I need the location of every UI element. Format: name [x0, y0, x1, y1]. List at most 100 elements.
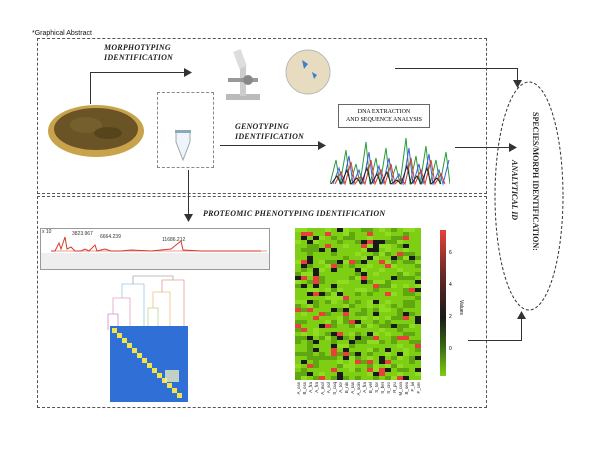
heatmap-cell [379, 344, 386, 349]
tube-icon [175, 130, 191, 162]
arrow-tube-down [188, 170, 189, 216]
heatmap-cell [301, 316, 308, 321]
heatmap-cell [313, 356, 320, 361]
heatmap-cell [385, 332, 392, 337]
heatmap-cell [343, 376, 350, 380]
graphical-abstract-title: *Graphical Abstract [32, 30, 92, 37]
heatmap-cell [355, 292, 362, 297]
heatmap-cell [391, 376, 398, 380]
heatmap-cell [361, 280, 368, 285]
heatmap-cell [337, 340, 344, 345]
heatmap-cell [325, 300, 332, 305]
heatmap-cell [379, 332, 386, 337]
heatmap-cell [319, 376, 326, 380]
arrow-morph-line [90, 72, 186, 73]
heatmap-cell [373, 284, 380, 289]
heatmap-cell [403, 324, 410, 329]
heatmap-cell [307, 284, 314, 289]
heatmap-cell [325, 296, 332, 301]
heatmap-cell [379, 244, 386, 249]
heatmap-cell [355, 288, 362, 293]
heatmap-cell [295, 360, 302, 365]
heatmap-cell [307, 332, 314, 337]
heatmap-cell [343, 332, 350, 337]
heatmap-cell [307, 340, 314, 345]
heatmap-cell [373, 304, 380, 309]
heatmap-cell [391, 268, 398, 273]
heatmap-x-label: A_scin [356, 382, 361, 396]
heatmap-cell [415, 244, 421, 249]
heatmap-cell [415, 276, 421, 281]
heatmap-cell [409, 356, 416, 361]
heatmap-cell [301, 240, 308, 245]
heatmap-cell [361, 252, 368, 257]
heatmap-cell [397, 288, 404, 293]
legend-tick-2: 2 [449, 314, 452, 320]
heatmap-cell [385, 320, 392, 325]
heatmap-cell [373, 308, 380, 313]
heatmap-cell [361, 236, 368, 241]
heatmap-cell [409, 376, 416, 380]
heatmap-cell [391, 304, 398, 309]
heatmap-cell [397, 348, 404, 353]
heatmap-cell [391, 336, 398, 341]
heatmap-cell [373, 376, 380, 380]
heatmap-cell [391, 368, 398, 373]
heatmap-cell [331, 376, 338, 380]
species-id-label: SPECIES/MORPH IDENTIFICATION: [531, 112, 540, 251]
heatmap-cell [373, 368, 380, 373]
heatmap-cell [307, 308, 314, 313]
heatmap-cell [379, 248, 386, 253]
heatmap-x-label: A_mol [320, 382, 325, 395]
heatmap-cell [313, 336, 320, 341]
heatmap-cell [391, 256, 398, 261]
heatmap-cell [319, 280, 326, 285]
heatmap-cell [379, 240, 386, 245]
heatmap-cell [301, 292, 308, 297]
heatmap-cell [409, 284, 416, 289]
heatmap-cell [409, 304, 416, 309]
heatmap-cell [307, 300, 314, 305]
heatmap-cell [391, 252, 398, 257]
heatmap-cell [391, 264, 398, 269]
heatmap-cell [307, 324, 314, 329]
heatmap-cell [391, 272, 398, 277]
heatmap-cell [415, 320, 421, 325]
heatmap-cell [355, 260, 362, 265]
heatmap-cell [295, 292, 302, 297]
heatmap-cell [319, 340, 326, 345]
heatmap-cell [409, 340, 416, 345]
heatmap-cell [343, 236, 350, 241]
heatmap-cell [361, 268, 368, 273]
heatmap-cell [337, 344, 344, 349]
heatmap-cell [331, 292, 338, 297]
heatmap-cell [301, 368, 308, 373]
heatmap-cell [325, 344, 332, 349]
heatmap-cell [361, 332, 368, 337]
heatmap-cell [331, 368, 338, 373]
heatmap-cell [331, 268, 338, 273]
heatmap-cell [385, 296, 392, 301]
heatmap-cell [349, 240, 356, 245]
bottom-panel [37, 196, 487, 408]
heatmap-cell [373, 364, 380, 369]
heatmap-cell [397, 248, 404, 253]
heatmap-cell [307, 376, 314, 380]
heatmap-cell [379, 264, 386, 269]
heatmap-cell [349, 264, 356, 269]
heatmap-cell [361, 292, 368, 297]
heatmap-cell [397, 344, 404, 349]
heatmap-cell [331, 320, 338, 325]
heatmap-cell [385, 236, 392, 241]
heatmap-cell [409, 312, 416, 317]
heatmap-cell [373, 248, 380, 253]
heatmap-cell [331, 232, 338, 237]
heatmap-cell [337, 276, 344, 281]
heatmap-cell [337, 236, 344, 241]
heatmap-cell [403, 268, 410, 273]
heatmap-cell [349, 248, 356, 253]
heatmap-cell [337, 296, 344, 301]
heatmap-cell [415, 312, 421, 317]
heatmap-cell [409, 316, 416, 321]
